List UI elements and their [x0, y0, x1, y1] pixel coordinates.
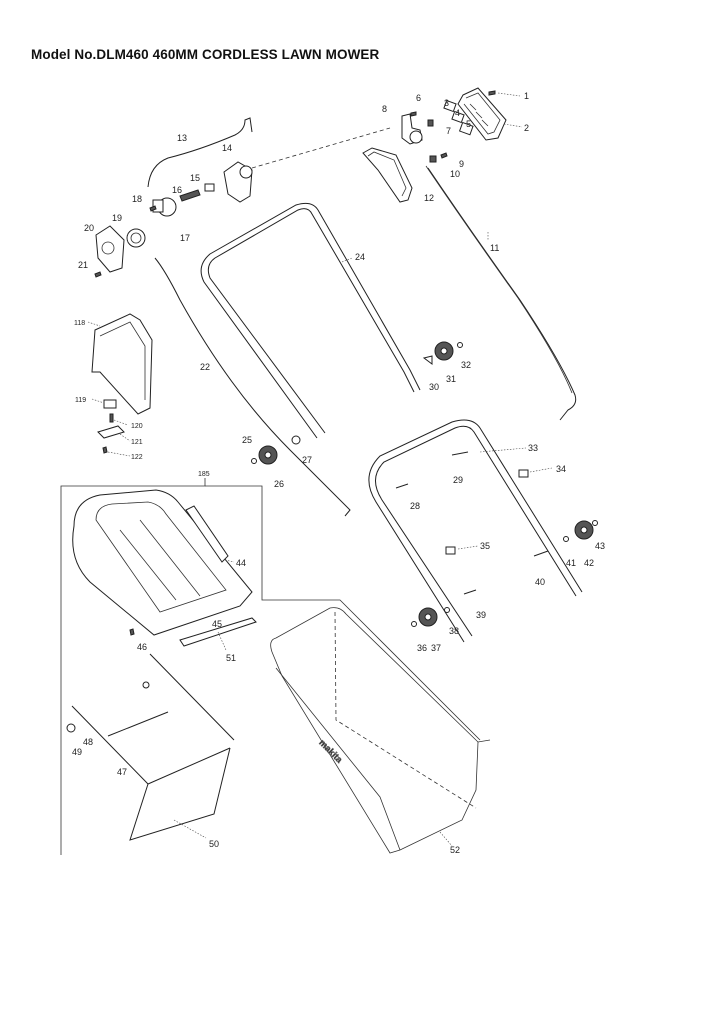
- mulching-plug-assembly: [87, 313, 153, 457]
- part-label-47: 47: [117, 767, 127, 777]
- part-label-21: 21: [78, 260, 88, 270]
- part-label-40: 40: [535, 577, 545, 587]
- part-label-31: 31: [446, 374, 456, 384]
- part-label-122: 122: [131, 454, 143, 461]
- part-label-120: 120: [131, 423, 143, 430]
- part-label-17: 17: [180, 233, 190, 243]
- part-label-39: 39: [476, 610, 486, 620]
- part-label-50: 50: [209, 839, 219, 849]
- part-label-29: 29: [453, 475, 463, 485]
- part-label-25: 25: [242, 435, 252, 445]
- part-label-51: 51: [226, 653, 236, 663]
- part-label-27: 27: [302, 455, 312, 465]
- part-label-8: 8: [382, 104, 387, 114]
- part-label-13: 13: [177, 133, 187, 143]
- part-label-38: 38: [449, 626, 459, 636]
- part-label-18: 18: [132, 194, 142, 204]
- part-label-33: 33: [528, 443, 538, 453]
- part-label-52: 52: [450, 845, 460, 855]
- part-label-24: 24: [355, 252, 365, 262]
- part-label-5: 5: [466, 119, 471, 129]
- part-label-6: 6: [416, 93, 421, 103]
- part-label-7: 7: [446, 126, 451, 136]
- part-label-16: 16: [172, 185, 182, 195]
- lower-handle: [368, 419, 583, 643]
- part-label-3: 3: [444, 98, 449, 108]
- part-labels: 1 2 3 4 5 6 7 8 9 10 11 12 13 14 15 16 1…: [72, 91, 605, 855]
- group-box-185: [60, 478, 481, 855]
- part-label-45: 45: [212, 619, 222, 629]
- part-label-11: 11: [490, 243, 499, 253]
- upper-handle: [200, 202, 421, 439]
- part-label-36: 36: [417, 643, 427, 653]
- grass-box-frame: [66, 653, 235, 841]
- grass-box-top: [72, 489, 257, 651]
- part-label-10: 10: [450, 169, 460, 179]
- part-label-42: 42: [584, 558, 594, 568]
- part-label-121: 121: [131, 439, 143, 446]
- part-label-4: 4: [455, 108, 460, 118]
- cable-22: [154, 257, 351, 517]
- part-label-28: 28: [410, 501, 420, 511]
- part-label-43: 43: [595, 541, 605, 551]
- part-label-9: 9: [459, 159, 464, 169]
- part-label-2: 2: [524, 123, 529, 133]
- part-label-46: 46: [137, 642, 147, 652]
- part-label-48: 48: [83, 737, 93, 747]
- lever-assembly: [94, 117, 391, 278]
- knobs: [251, 341, 598, 627]
- part-label-26: 26: [274, 479, 284, 489]
- part-label-22: 22: [200, 362, 210, 372]
- makita-logo: makita: [317, 737, 345, 765]
- part-label-30: 30: [429, 382, 439, 392]
- part-label-15: 15: [190, 173, 200, 183]
- grass-bag: makita: [270, 607, 491, 854]
- part-label-14: 14: [222, 143, 232, 153]
- part-label-119: 119: [75, 397, 86, 404]
- part-label-32: 32: [461, 360, 471, 370]
- part-label-12: 12: [424, 193, 434, 203]
- part-label-19: 19: [112, 213, 122, 223]
- part-label-41: 41: [566, 558, 576, 568]
- part-label-118: 118: [74, 320, 85, 327]
- part-label-1: 1: [524, 91, 529, 101]
- part-label-34: 34: [556, 464, 566, 474]
- part-label-44: 44: [236, 558, 246, 568]
- document-title: Model No.DLM460 460MM CORDLESS LAWN MOWE…: [31, 47, 380, 62]
- switch-assembly: [362, 87, 577, 421]
- part-label-49: 49: [72, 747, 82, 757]
- group-box-label: 185: [198, 471, 210, 478]
- part-label-20: 20: [84, 223, 94, 233]
- part-label-35: 35: [480, 541, 490, 551]
- part-label-37: 37: [431, 643, 441, 653]
